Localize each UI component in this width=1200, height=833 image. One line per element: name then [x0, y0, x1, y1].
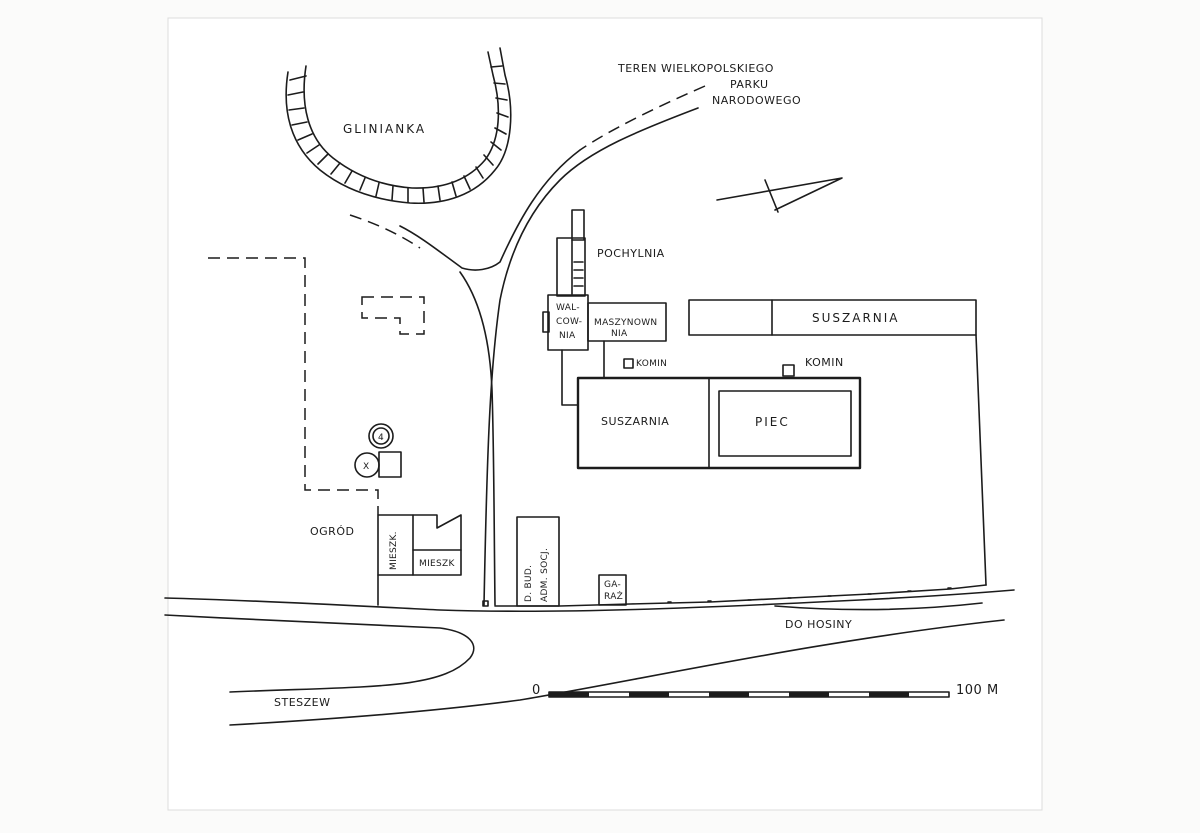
- piec-label: PIEC: [755, 415, 790, 429]
- garaz-label-2: RAŻ: [604, 591, 623, 602]
- walcownia-label-2: COW-: [556, 317, 582, 327]
- east-fence: [975, 334, 987, 586]
- ogrod-label: OGRÓD: [310, 525, 354, 538]
- park-label: TEREN WIELKOPOLSKIEGO PARKU NARODOWEGO: [617, 62, 801, 107]
- north-arrow: [716, 177, 843, 213]
- garaz-label-1: GA-: [604, 580, 621, 590]
- glinianka-label: GLINIANKA: [343, 122, 426, 136]
- walcownia-label-1: WAL-: [556, 303, 580, 313]
- scale-start-label: 0: [532, 683, 541, 698]
- scale-segment: [789, 692, 829, 697]
- pochylnia-building: POCHYLNIA: [556, 209, 665, 297]
- mieszk-2-label: MIESZK: [419, 559, 455, 569]
- komin-1: KOMIN: [623, 358, 667, 369]
- steszew-label: STESZEW: [274, 696, 331, 709]
- main-roads: DO HOSINY STESZEW: [164, 589, 1015, 726]
- property-boundary: [208, 257, 425, 515]
- garden-trees: 4 X: [354, 423, 402, 478]
- scale-segment: [629, 692, 669, 697]
- park-label-line-2: PARKU: [730, 78, 769, 91]
- walcownia-label-3: NIA: [559, 331, 576, 341]
- komin-2: KOMIN: [782, 356, 844, 377]
- maszynownia-label-1: MASZYNOWN: [594, 318, 657, 328]
- admin-label-2: ADM. SOCJ.: [540, 548, 550, 602]
- glinianka-pit: GLINIANKA: [285, 47, 512, 205]
- do-hosiny-label: DO HOSINY: [785, 618, 852, 631]
- admin-label-1: D. BUD.: [524, 565, 534, 602]
- tree-marker-4: 4: [378, 433, 384, 443]
- park-label-line-3: NARODOWEGO: [712, 94, 801, 107]
- scale-segment: [709, 692, 749, 697]
- internal-road: [349, 85, 706, 606]
- suszarnia-main-label: SUSZARNIA: [601, 415, 669, 428]
- front-fence: [482, 584, 987, 607]
- komin-2-label: KOMIN: [805, 356, 844, 369]
- suszarnia-top-building: SUSZARNIA: [688, 299, 977, 336]
- scale-segment: [549, 692, 589, 697]
- maszynownia-label-2: NIA: [611, 329, 628, 339]
- tree-marker-x: X: [363, 462, 369, 472]
- mieszk-1-label: MIESZK.: [389, 531, 399, 570]
- maszynownia-building: MASZYNOWN NIA: [587, 302, 667, 342]
- suszarnia-top-label: SUSZARNIA: [812, 311, 900, 325]
- scale-segment: [869, 692, 909, 697]
- connector-walls: [561, 340, 605, 406]
- mieszkania-buildings: MIESZK. MIESZK: [377, 514, 462, 606]
- suszarnia-piec-building: SUSZARNIA PIEC: [576, 376, 862, 470]
- park-label-line-1: TEREN WIELKOPOLSKIEGO: [617, 62, 774, 75]
- komin-1-label: KOMIN: [636, 359, 667, 369]
- scale-end-label: 100 M: [956, 683, 999, 698]
- pochylnia-label: POCHYLNIA: [597, 247, 665, 260]
- scale-bar: 0 100 M: [532, 683, 999, 698]
- paper-sheet: [167, 17, 1043, 811]
- scale-bar-segments: [549, 692, 909, 697]
